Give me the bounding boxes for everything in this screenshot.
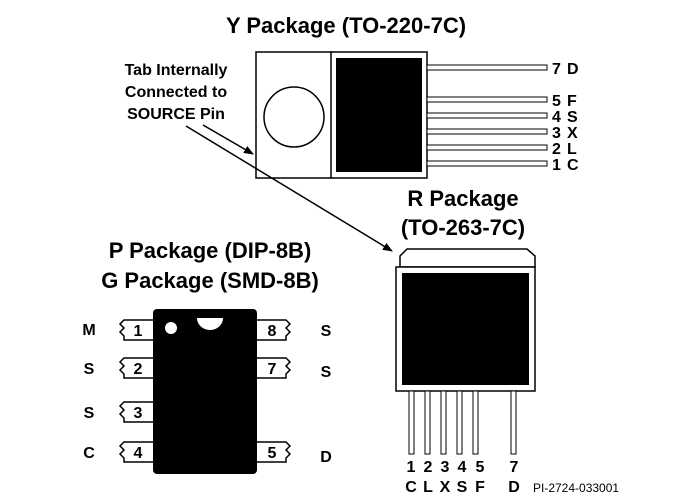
dip-pin-number-2: 2 <box>134 361 143 378</box>
y-pin-name-4: S <box>567 109 578 126</box>
tab-note: Tab Internally Connected to SOURCE Pin <box>125 62 228 123</box>
y-pin-name-2: L <box>567 141 577 158</box>
r-pin-number-5: 5 <box>476 459 485 476</box>
dip-left-pins <box>118 319 153 463</box>
tab-note-arrow-to-y <box>202 124 254 155</box>
dip-pin-name-3: S <box>84 405 95 422</box>
dip-pin-number-7: 7 <box>268 361 277 378</box>
y-lead-5 <box>426 96 548 103</box>
dip-pin-name-2: S <box>84 361 95 378</box>
dip-pin-name-5: D <box>320 449 332 466</box>
r-package-tab <box>399 248 536 268</box>
r-package-leads <box>408 390 517 455</box>
dip-package-mold <box>153 309 257 474</box>
r-pin-number-4: 4 <box>458 459 467 476</box>
r-pin-name-2: L <box>423 479 433 496</box>
dip-right-pins <box>257 319 292 463</box>
r-package-title-line-1: R Package <box>407 186 518 211</box>
dip-pin-number-3: 3 <box>134 405 143 422</box>
tab-note-line-3: SOURCE Pin <box>127 106 225 123</box>
dip-pin-number-4: 4 <box>134 445 143 462</box>
tab-note-arrow-to-r <box>185 125 393 252</box>
dip-pin-3 <box>118 401 153 423</box>
dip-pin-name-4: C <box>83 445 95 462</box>
tab-note-line-1: Tab Internally <box>125 62 228 79</box>
y-lead-1 <box>426 160 548 167</box>
dip-pin-name-1: M <box>82 322 95 339</box>
r-pin-name-7: D <box>508 479 520 496</box>
dip-pin-4 <box>118 441 153 463</box>
y-lead-2 <box>426 144 548 151</box>
r-lead-3 <box>440 390 447 455</box>
r-pin-number-2: 2 <box>424 459 433 476</box>
tab-note-line-2: Connected to <box>125 84 227 101</box>
r-pin-name-1: C <box>405 479 417 496</box>
r-pin-name-3: X <box>440 479 451 496</box>
dip-pin-2 <box>118 357 153 379</box>
dip-pin-number-1: 1 <box>134 323 143 340</box>
y-package-body <box>255 51 428 179</box>
y-pin-number-3: 3 <box>552 125 561 142</box>
r-lead-1 <box>408 390 415 455</box>
r-package-pin-labels: 1 C 2 L 3 X 4 S 5 F 7 D <box>405 459 520 496</box>
dip-pin-number-5: 5 <box>268 445 277 462</box>
dip-pin-8 <box>257 319 292 341</box>
y-lead-4 <box>426 112 548 119</box>
y-package-title: Y Package (TO-220-7C) <box>226 13 466 38</box>
y-pin-name-1: C <box>567 157 579 174</box>
y-package-mold-face <box>336 58 422 172</box>
dip-pin-5 <box>257 441 292 463</box>
r-pin-name-5: F <box>475 479 485 496</box>
dip-pin-1 <box>118 319 153 341</box>
y-package-pin-labels: 7 D 5 F 4 S 3 X 2 L 1 C <box>552 61 579 174</box>
y-pin-name-3: X <box>567 125 578 142</box>
dip-notch <box>197 318 223 330</box>
dip-pin-7 <box>257 357 292 379</box>
dip-package-body <box>153 309 257 474</box>
y-pin-name-7: D <box>567 61 579 78</box>
dip-pin-names: M S S C S S D <box>82 322 331 466</box>
dip-pin1-dot <box>165 322 177 334</box>
dip-pin-name-7: S <box>321 364 332 381</box>
dip-pin-numbers: 1 2 3 4 8 7 5 <box>134 323 277 462</box>
r-lead-5 <box>472 390 479 455</box>
y-pin-number-4: 4 <box>552 109 561 126</box>
y-pin-number-5: 5 <box>552 93 561 110</box>
r-lead-7 <box>510 390 517 455</box>
y-lead-7 <box>426 64 548 71</box>
r-pin-number-3: 3 <box>441 459 450 476</box>
y-pin-number-1: 1 <box>552 157 561 174</box>
r-pin-name-4: S <box>457 479 468 496</box>
y-pin-name-5: F <box>567 93 577 110</box>
r-lead-2 <box>424 390 431 455</box>
r-pin-number-1: 1 <box>407 459 416 476</box>
y-pin-number-2: 2 <box>552 141 561 158</box>
r-package-title-line-2: (TO-263-7C) <box>401 215 525 240</box>
y-package-mounting-hole <box>263 86 325 148</box>
r-package-mold-face <box>402 273 529 385</box>
dip-package-title-line-2: G Package (SMD-8B) <box>101 268 319 293</box>
y-package-leads <box>426 64 548 167</box>
figure-reference: PI-2724-033001 <box>533 481 619 495</box>
dip-pin-name-8: S <box>321 323 332 340</box>
y-lead-3 <box>426 128 548 135</box>
r-lead-4 <box>456 390 463 455</box>
y-pin-number-7: 7 <box>552 61 561 78</box>
dip-package-title-line-1: P Package (DIP-8B) <box>109 238 312 263</box>
r-pin-number-7: 7 <box>510 459 519 476</box>
r-package-body <box>395 248 536 392</box>
dip-pin-number-8: 8 <box>268 323 277 340</box>
